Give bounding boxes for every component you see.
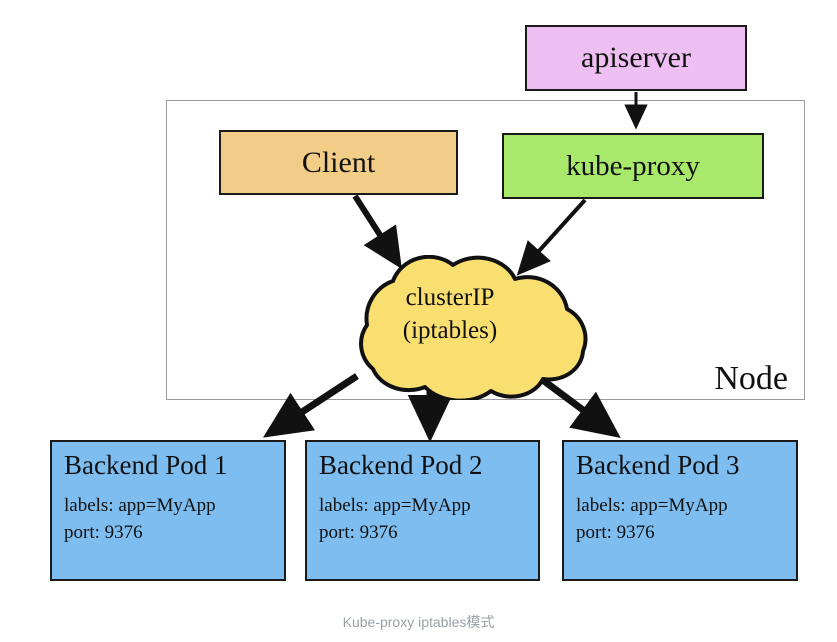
node-container: Node — [166, 100, 805, 400]
pod-port-line: port: 9376 — [64, 522, 143, 544]
cloud-shape-icon — [359, 255, 588, 400]
apiserver-box[interactable]: apiserver — [525, 25, 747, 91]
backend-pod-3[interactable]: Backend Pod 3 labels: app=MyApp port: 93… — [562, 440, 798, 581]
clusterip-cloud[interactable]: clusterIP (iptables) — [305, 255, 630, 400]
pod-labels-line: labels: app=MyApp — [64, 495, 216, 517]
node-label: Node — [714, 359, 788, 397]
pod-title: Backend Pod 1 — [64, 450, 228, 480]
backend-pod-2[interactable]: Backend Pod 2 labels: app=MyApp port: 93… — [305, 440, 540, 581]
client-box[interactable]: Client — [219, 130, 458, 195]
kube-proxy-label: kube-proxy — [566, 149, 700, 182]
pod-title: Backend Pod 3 — [576, 450, 740, 480]
apiserver-label: apiserver — [581, 41, 691, 74]
diagram-caption: Kube-proxy iptables模式 — [342, 614, 495, 630]
pod-port-line: port: 9376 — [319, 522, 398, 544]
pod-labels-line: labels: app=MyApp — [319, 495, 471, 517]
backend-pod-1[interactable]: Backend Pod 1 labels: app=MyApp port: 93… — [50, 440, 286, 581]
pod-port-line: port: 9376 — [576, 522, 655, 544]
pod-labels-line: labels: app=MyApp — [576, 495, 728, 517]
kube-proxy-box[interactable]: kube-proxy — [502, 133, 764, 199]
pod-title: Backend Pod 2 — [319, 450, 483, 480]
client-label: Client — [301, 145, 376, 179]
